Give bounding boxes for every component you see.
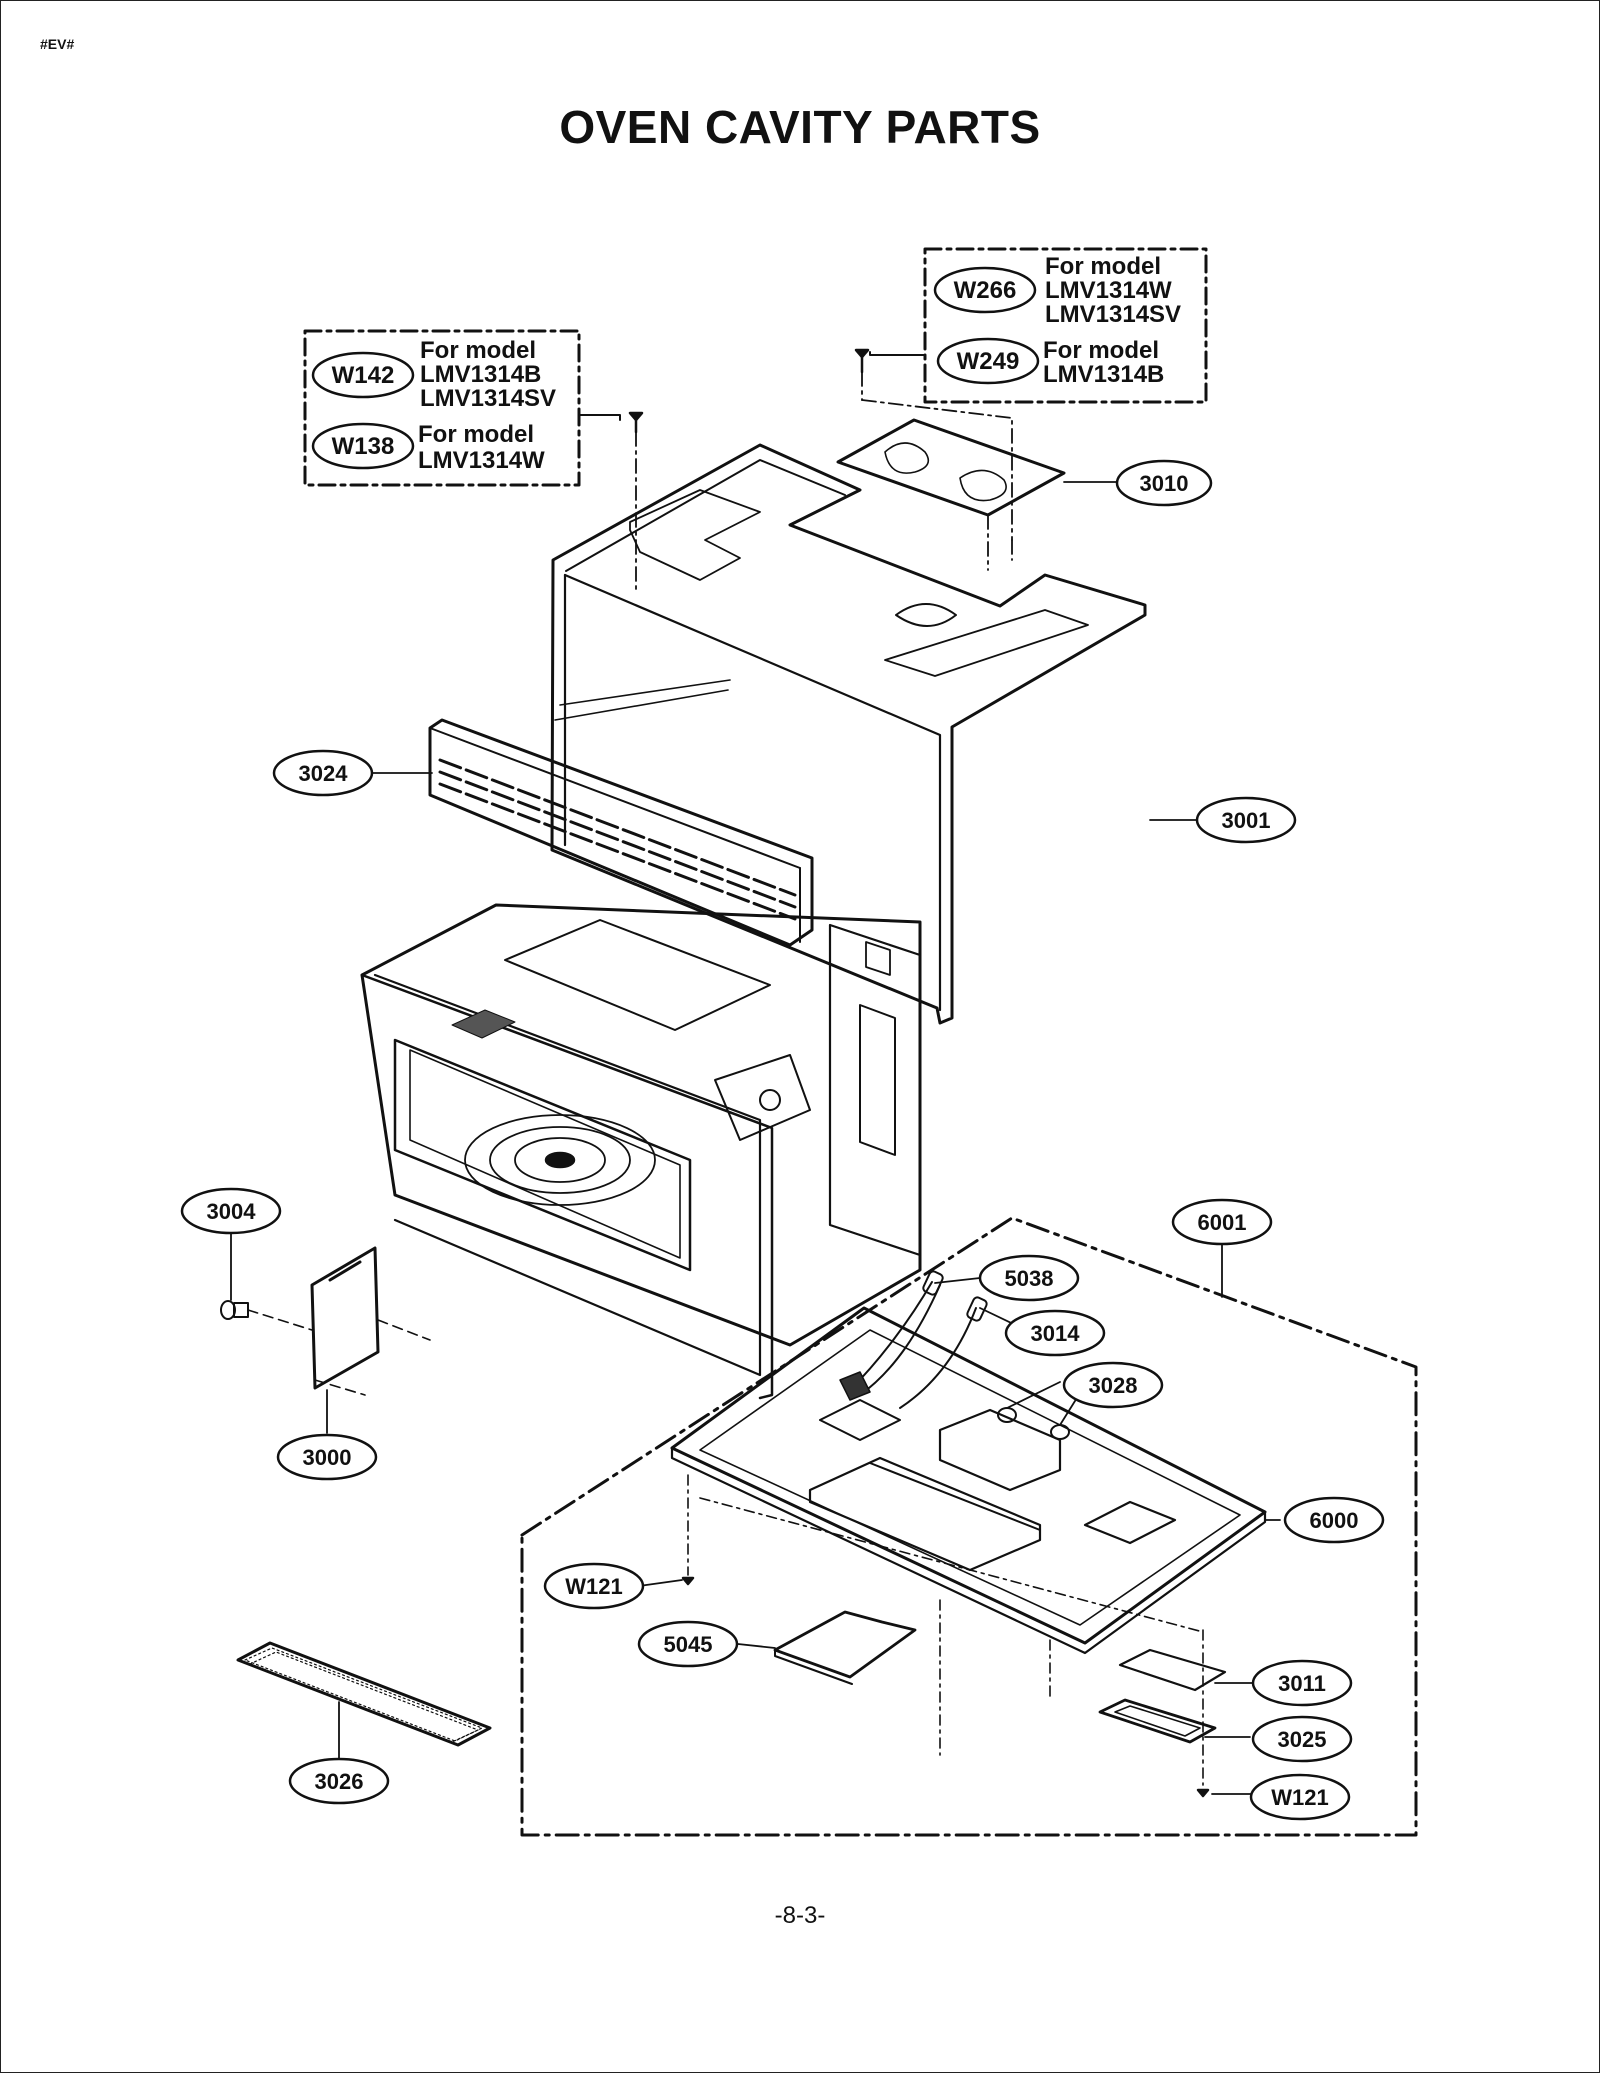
note-w249-id: W249: [957, 348, 1020, 375]
part-5045-cover: [773, 1610, 917, 1685]
note-w266-model-1: LMV1314W: [1045, 277, 1172, 304]
note-w266-id: W266: [954, 277, 1017, 304]
callout-3011: 3011: [1251, 1659, 1353, 1707]
part-6001-assembly-boundary: [520, 1216, 1418, 1837]
callout-3001-label: 3001: [1222, 808, 1271, 833]
callout-5045: 5045: [637, 1620, 739, 1668]
callout-3000: 3000: [276, 1433, 378, 1481]
callout-3025: 3025: [1251, 1715, 1353, 1763]
note-w266-model-2: LMV1314SV: [1045, 301, 1181, 328]
callout-3014: 3014: [1004, 1309, 1106, 1357]
callout-6000-label: 6000: [1310, 1508, 1359, 1533]
callout-3001: 3001: [1195, 796, 1297, 844]
callout-3024: 3024: [272, 749, 374, 797]
model-note-box-right: W266 For model LMV1314W LMV1314SV W249 F…: [923, 247, 1208, 404]
part-3025-frame: [1098, 1698, 1217, 1744]
model-note-box-left: W142 For model LMV1314B LMV1314SV W138 F…: [303, 329, 581, 487]
callout-3026-label: 3026: [315, 1769, 364, 1794]
part-3010-plate: [836, 418, 1066, 517]
callout-3028: 3028: [1062, 1361, 1164, 1409]
note-w138-model-1: LMV1314W: [418, 447, 545, 474]
callout-3024-label: 3024: [299, 761, 349, 786]
screw-top-right: [854, 348, 870, 374]
page-number: -8-3-: [774, 1902, 826, 1929]
callout-5038-label: 5038: [1005, 1266, 1054, 1291]
callout-3004-label: 3004: [207, 1199, 257, 1224]
callout-6001: 6001: [1171, 1198, 1273, 1246]
part-3024-vent-grille: [428, 718, 814, 947]
callout-6001-label: 6001: [1198, 1210, 1247, 1235]
screw-top-left: [628, 411, 644, 434]
part-3004-screw: [220, 1300, 249, 1320]
note-w142-model-2: LMV1314SV: [420, 385, 556, 412]
callout-3028-label: 3028: [1089, 1373, 1138, 1398]
callout-3026: 3026: [288, 1757, 390, 1805]
callout-3000-label: 3000: [303, 1445, 352, 1470]
callout-6000: 6000: [1283, 1496, 1385, 1544]
note-w249-model-1: LMV1314B: [1043, 361, 1164, 388]
note-w142-label: For model: [420, 337, 536, 364]
callout-3014-label: 3014: [1031, 1321, 1081, 1346]
part-3000-cover: [310, 1246, 380, 1390]
callout-3004: 3004: [180, 1187, 282, 1235]
callout-3011-label: 3011: [1278, 1671, 1326, 1696]
callout-w121-left-label: W121: [565, 1574, 622, 1599]
page-title: OVEN CAVITY PARTS: [559, 101, 1041, 153]
note-w142-model-1: LMV1314B: [420, 361, 541, 388]
callout-leaders: [230, 481, 1281, 1795]
note-w266-label: For model: [1045, 253, 1161, 280]
callout-3010: 3010: [1115, 459, 1213, 507]
callout-3010-label: 3010: [1140, 471, 1189, 496]
note-w138-label: For model: [418, 421, 534, 448]
document-tag: #EV#: [40, 36, 75, 52]
note-w249-label: For model: [1043, 337, 1159, 364]
screw-w121-left: [681, 1474, 695, 1586]
screw-w121-right: [1196, 1629, 1210, 1798]
callout-5038: 5038: [978, 1254, 1080, 1302]
part-6000-base-plate: [670, 1306, 1267, 1655]
part-3026-grease-filter: [236, 1641, 492, 1747]
callout-3025-label: 3025: [1278, 1727, 1327, 1752]
part-3011-film: [1118, 1648, 1227, 1692]
callout-w121-left: W121: [543, 1562, 645, 1610]
callout-w121-right: W121: [1249, 1773, 1351, 1821]
callout-5045-label: 5045: [664, 1632, 713, 1657]
part-3001-outer-case: [550, 443, 1147, 1025]
oven-cavity-body: [360, 903, 922, 1400]
note-w142-id: W142: [332, 362, 395, 389]
callout-w121-right-label: W121: [1271, 1785, 1328, 1810]
note-w138-id: W138: [332, 433, 395, 460]
part-5038-wire-harness: [839, 1270, 988, 1409]
